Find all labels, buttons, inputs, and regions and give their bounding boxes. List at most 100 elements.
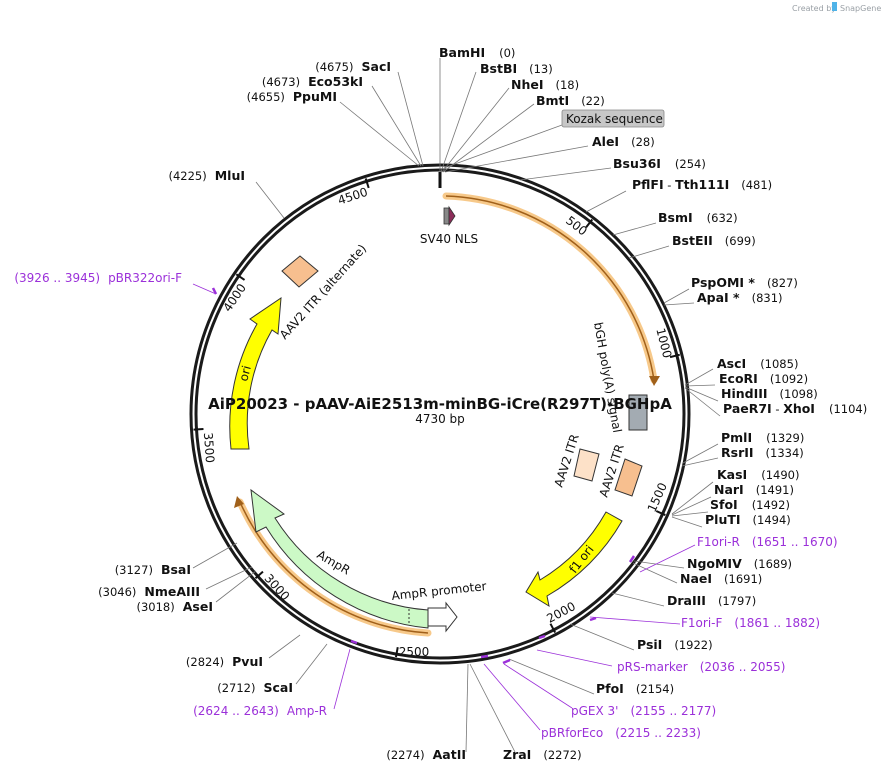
leader-pspomi	[663, 288, 690, 304]
leader-nhei	[441, 87, 510, 173]
leader-scai	[295, 643, 328, 685]
site-pluti[interactable]: PluTI(1494)	[705, 512, 791, 527]
site-sfoi[interactable]: SfoI(1492)	[710, 497, 790, 512]
site-naei[interactable]: NaeI(1691)	[680, 571, 762, 586]
site-bsteii[interactable]: BstEII(699)	[672, 233, 756, 248]
sv40-nls-stub[interactable]	[443, 207, 450, 225]
leader-bsmi	[612, 222, 657, 236]
site-draiii[interactable]: DraIII(1797)	[667, 593, 756, 608]
site-nari[interactable]: NarI(1491)	[714, 482, 794, 497]
site-mlui[interactable]: (4225)MluI	[168, 168, 245, 183]
ampr-promoter-feature[interactable]	[427, 601, 458, 633]
site-psii[interactable]: PsiI(1922)	[637, 637, 713, 652]
plasmid-size: 4730 bp	[415, 412, 465, 426]
site-pmli[interactable]: PmlI(1329)	[721, 430, 804, 445]
primer-amp-r[interactable]: (2624 .. 2643)Amp-R	[193, 704, 327, 718]
site-bsmi[interactable]: BsmI(632)	[658, 210, 738, 225]
leader-asei	[215, 570, 257, 603]
credit-prefix: Created by	[792, 4, 836, 13]
primer-pgex3[interactable]: pGEX 3'(2155 .. 2177)	[571, 704, 716, 718]
site-apai[interactable]: ApaI *(831)	[697, 290, 783, 305]
site-labels-right: BamHI(0) BstBI(13) NheI(18) BmtI(22) Ale…	[439, 45, 867, 762]
site-kasi[interactable]: KasI(1490)	[717, 467, 799, 482]
site-zrai[interactable]: ZraI(2272)	[503, 747, 582, 762]
leader-apai	[663, 302, 695, 306]
primer-pbr322ori-f[interactable]: (3926 .. 3945)pBR322ori-F	[14, 271, 182, 285]
aav2-itr-alternate-label: AAV2 ITR (alternate)	[277, 242, 369, 342]
leader-pfoi	[508, 658, 595, 695]
ori-feature[interactable]	[229, 296, 282, 450]
primer-f1ori-f[interactable]: F1ori-F(1861 .. 1882)	[681, 616, 820, 630]
site-bamhi[interactable]: BamHI(0)	[439, 45, 515, 60]
site-asci[interactable]: AscI(1085)	[717, 356, 798, 371]
leader-rsrii	[681, 457, 719, 467]
leader-bsai	[192, 542, 238, 569]
site-ecori[interactable]: EcoRI(1092)	[719, 371, 808, 386]
site-nhei[interactable]: NheI(18)	[511, 77, 579, 92]
leader-eco53ki	[371, 85, 422, 167]
site-pvui[interactable]: (2824)PvuI	[186, 654, 263, 669]
primer-pbrforeco[interactable]: pBRforEco(2215 .. 2233)	[541, 726, 701, 740]
aav2-itr-alternate-feature[interactable]	[281, 255, 319, 288]
leader-prs-marker	[536, 649, 613, 667]
primer-leader-lines	[192, 283, 696, 731]
site-labels-left: (2274)AatII (2712)ScaI (2824)PvuI (3018)…	[98, 59, 466, 762]
site-saci[interactable]: (4675)SacI	[315, 59, 391, 74]
tick-label-2000: 2000	[544, 599, 578, 626]
cre-orf-arrowhead	[649, 376, 660, 386]
site-ngomiv[interactable]: NgoMIV(1689)	[687, 556, 792, 571]
leader-amp-r	[333, 648, 351, 710]
site-aatii[interactable]: (2274)AatII	[386, 747, 466, 762]
site-hindiii[interactable]: HindIII(1098)	[721, 386, 818, 401]
leader-sfoi	[671, 511, 709, 517]
site-eco53ki[interactable]: (4673)Eco53kI	[262, 74, 363, 89]
site-paer7i-xhoi[interactable]: PaeR7I - XhoI(1104)	[723, 401, 867, 416]
tick-label-3500: 3500	[201, 432, 217, 463]
site-nmeaiii[interactable]: (3046)NmeAIII	[98, 584, 200, 599]
site-bsai[interactable]: (3127)BsaI	[115, 562, 191, 577]
site-asei[interactable]: (3018)AseI	[137, 599, 214, 614]
leader-pluti	[671, 516, 703, 528]
leader-kozak	[443, 124, 563, 169]
bgh-polya-label: bGH poly(A) signal	[591, 321, 624, 434]
site-bmti[interactable]: BmtI(22)	[536, 93, 605, 108]
site-pfoi[interactable]: PfoI(2154)	[596, 681, 674, 696]
leader-pbr322ori-f	[192, 283, 217, 295]
leader-nmeaiii	[205, 566, 253, 590]
ori-label: ori	[236, 364, 254, 383]
bgh-polya-feature[interactable]	[628, 394, 648, 431]
site-pspomi[interactable]: PspOMI *(827)	[691, 275, 798, 290]
leader-bmti	[442, 103, 535, 173]
kozak-box	[561, 109, 665, 128]
leader-kasi	[671, 481, 714, 515]
credit: Created by SnapGene	[792, 2, 881, 13]
tick-label-4500: 4500	[336, 185, 369, 208]
site-alei[interactable]: AleI(28)	[592, 134, 655, 149]
leader-draiii	[611, 592, 665, 607]
tick-label-1000: 1000	[653, 327, 674, 360]
leader-ppumi	[339, 101, 420, 167]
site-pflfi-tth111i[interactable]: PflFI - Tth111I(481)	[632, 177, 772, 192]
aav2-itr-right-feature[interactable]	[614, 458, 643, 497]
site-ppumi[interactable]: (4655)PpuMI	[247, 89, 337, 104]
leader-pmli	[682, 443, 719, 464]
leader-hindiii	[684, 386, 719, 402]
leader-ngomiv	[633, 560, 685, 569]
leader-psii	[569, 623, 635, 651]
primer-prs-marker[interactable]: pRS-marker(2036 .. 2055)	[617, 660, 785, 674]
leader-nari	[671, 496, 712, 516]
aav2-itr-left-feature[interactable]	[573, 448, 600, 482]
kozak-annotation[interactable]: Kozak sequence	[561, 109, 665, 128]
primer-f1ori-r[interactable]: F1ori-R(1651 .. 1670)	[697, 535, 838, 549]
ampr-feature[interactable]	[250, 488, 429, 629]
site-bstbi[interactable]: BstBI(13)	[480, 61, 553, 76]
leader-pgex3	[503, 663, 573, 709]
site-rsrii[interactable]: RsrII(1334)	[721, 445, 804, 460]
ampr-promoter-label: AmpR promoter	[391, 579, 487, 603]
site-bsu36i[interactable]: Bsu36I(254)	[613, 156, 706, 171]
sv40-nls-feature[interactable]	[448, 205, 456, 227]
site-scai[interactable]: (2712)ScaI	[217, 680, 293, 695]
f1-ori-feature[interactable]	[525, 511, 623, 608]
leader-lines	[192, 58, 721, 753]
leader-pflfi	[585, 190, 627, 213]
